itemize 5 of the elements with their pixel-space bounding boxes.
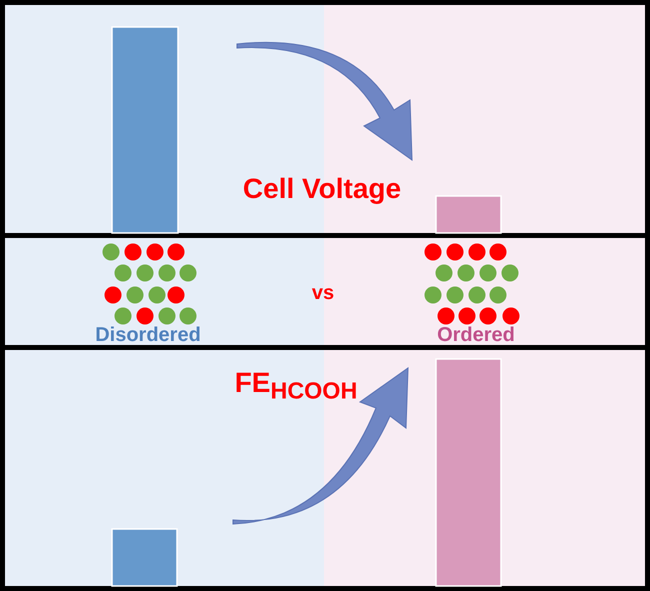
- chart-title: Cell Voltage: [242, 175, 402, 203]
- caption: Disordered: [95, 325, 201, 345]
- comparison-label: vs: [312, 283, 334, 303]
- caption: Ordered: [437, 325, 515, 345]
- chart-title: FE$_{HCOOH}$: [234, 369, 358, 403]
